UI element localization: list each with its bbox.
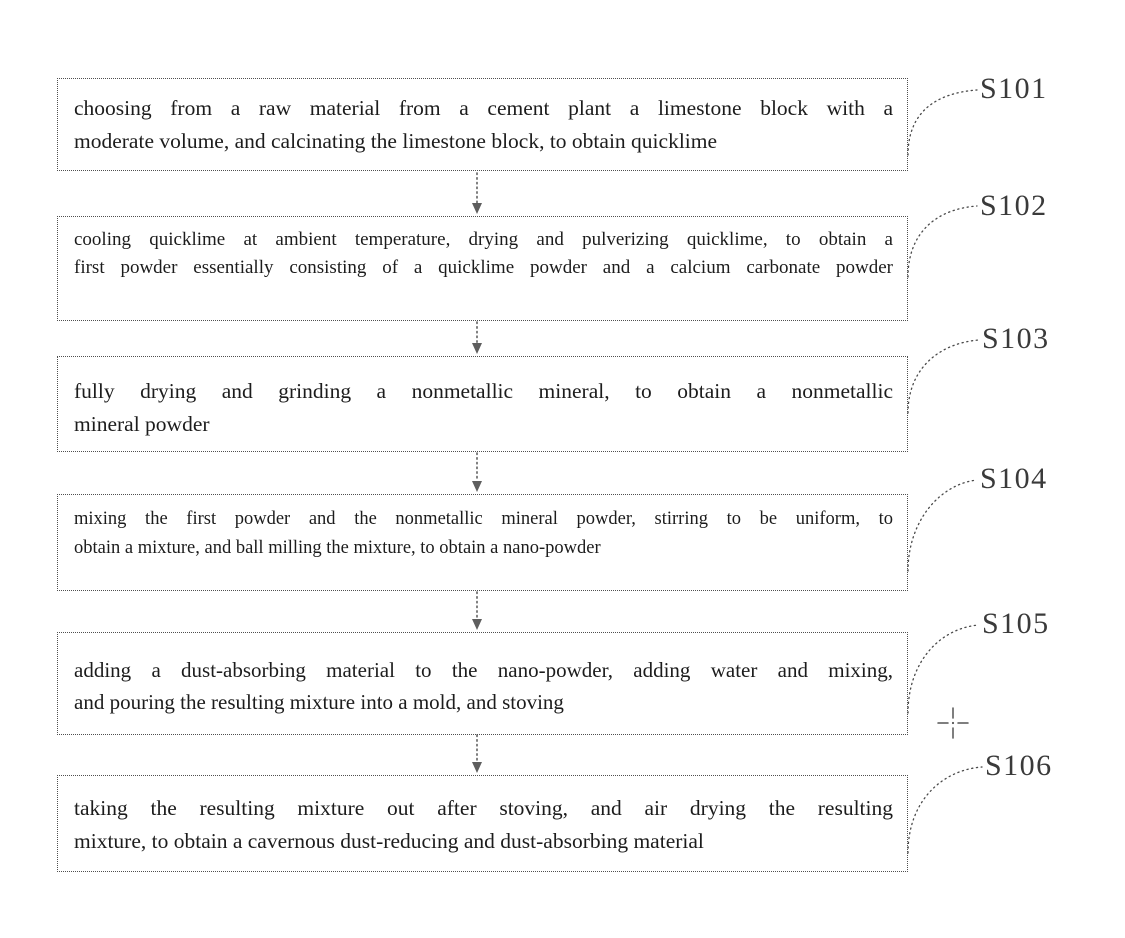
step-text-line: cooling quicklime at ambient temperature…	[74, 229, 893, 250]
step-box-s104: mixing the first powder and the nonmetal…	[57, 494, 908, 591]
flow-arrowhead	[472, 481, 482, 492]
step-label-s101: S101	[980, 72, 1048, 105]
step-label-s106: S106	[985, 749, 1053, 782]
step-text-line: moderate volume, and calcinating the lim…	[74, 129, 718, 153]
step-text-line: first powder essentially consisting of a…	[74, 257, 893, 278]
step-label-s102: S102	[980, 189, 1048, 222]
flow-arrowhead	[472, 619, 482, 630]
flow-arrowhead	[472, 762, 482, 773]
step-box-s102: cooling quicklime at ambient temperature…	[57, 216, 908, 321]
step-text-line: obtain a mixture, and ball milling the m…	[74, 538, 601, 558]
crosshair-mark	[937, 707, 969, 739]
flow-arrowhead	[472, 343, 482, 354]
step-box-s101: choosing from a raw material from a ceme…	[57, 78, 908, 171]
step-label-s103: S103	[982, 322, 1050, 355]
step-label-s105: S105	[982, 607, 1050, 640]
flow-arrowhead	[472, 203, 482, 214]
step-text-line: fully drying and grinding a nonmetallic …	[74, 379, 893, 403]
step-text-line: choosing from a raw material from a ceme…	[74, 96, 893, 120]
step-text-line: adding a dust-absorbing material to the …	[74, 658, 893, 682]
step-text-line: taking the resulting mixture out after s…	[74, 796, 893, 820]
leader-line-s106	[907, 766, 983, 854]
leader-line-s101	[907, 89, 978, 156]
step-text-line: and pouring the resulting mixture into a…	[74, 690, 564, 714]
step-box-s106: taking the resulting mixture out after s…	[57, 775, 908, 872]
leader-line-s102	[907, 205, 978, 278]
step-box-s105: adding a dust-absorbing material to the …	[57, 632, 908, 735]
step-box-s103: fully drying and grinding a nonmetallic …	[57, 356, 908, 452]
step-label-s104: S104	[980, 462, 1048, 495]
leader-line-s105	[907, 624, 980, 714]
step-text-line: mixture, to obtain a cavernous dust-redu…	[74, 829, 704, 853]
leader-line-s104	[907, 479, 978, 572]
step-text-line: mineral powder	[74, 412, 210, 436]
leader-line-s103	[907, 339, 980, 414]
step-text-line: mixing the first powder and the nonmetal…	[74, 509, 893, 529]
